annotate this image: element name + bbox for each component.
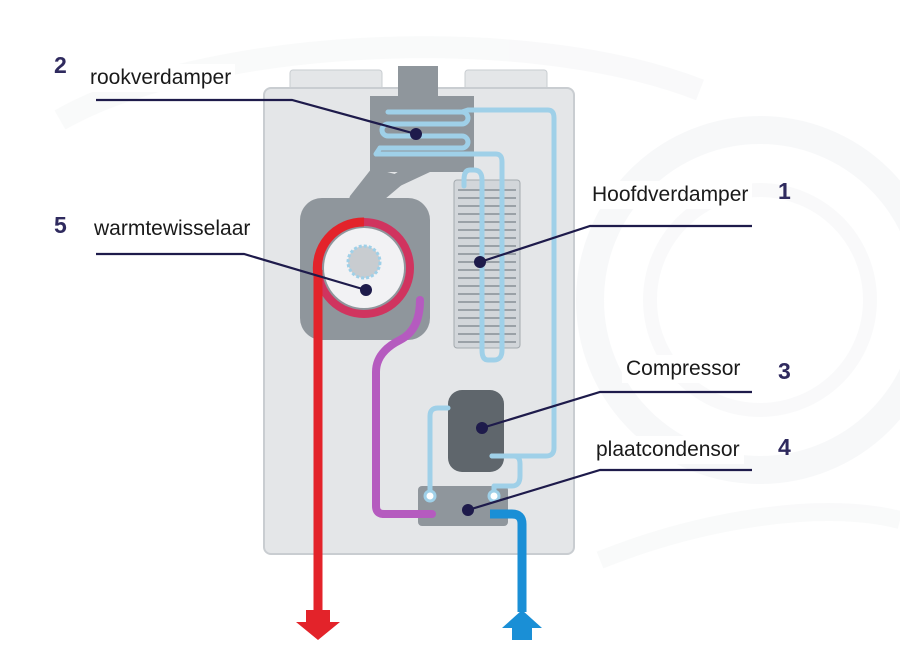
leader-line-5: [96, 252, 367, 292]
leader-dot-2: [410, 128, 422, 140]
leader-lines: [96, 98, 752, 512]
component-number-1: 1: [778, 178, 791, 204]
label-warmtewisselaar: warmtewisselaar: [90, 215, 255, 243]
leader-line-4: [467, 468, 752, 512]
condenser-port-left: [423, 489, 437, 503]
label-hoofdverdamper: Hoofdverdamper: [588, 181, 753, 209]
label-compressor: Compressor: [622, 355, 745, 383]
label-rookverdamper: rookverdamper: [86, 64, 236, 92]
leader-dot-4: [462, 504, 474, 516]
leader-dot-3: [476, 422, 488, 434]
compressor-body: [448, 390, 504, 472]
cold-water-pipe: [490, 509, 527, 612]
label-plaatcondensor: plaatcondensor: [592, 436, 744, 464]
leader-line-2: [96, 98, 417, 136]
component-number-2: 2: [54, 52, 67, 78]
component-number-5: 5: [54, 212, 67, 238]
arrow-down-icon: [296, 610, 340, 640]
hot-water-pipe-curve: [312, 217, 365, 277]
leader-dots: [360, 128, 488, 516]
heat-exchanger-inner-ring: [346, 244, 382, 280]
arrow-up-icon: [502, 610, 542, 640]
leader-dot-5: [360, 284, 372, 296]
component-number-3: 3: [778, 358, 791, 384]
leader-dot-1: [474, 256, 486, 268]
component-number-4: 4: [778, 434, 791, 460]
refrigerant-pipes: [373, 107, 557, 497]
leader-line-3: [481, 390, 752, 430]
plate-condenser-body: [418, 486, 508, 526]
purple-water-pipe: [372, 296, 436, 518]
condenser-port-right: [487, 489, 501, 503]
leader-line-1: [479, 224, 752, 264]
main-evaporator-fins: [453, 179, 521, 349]
